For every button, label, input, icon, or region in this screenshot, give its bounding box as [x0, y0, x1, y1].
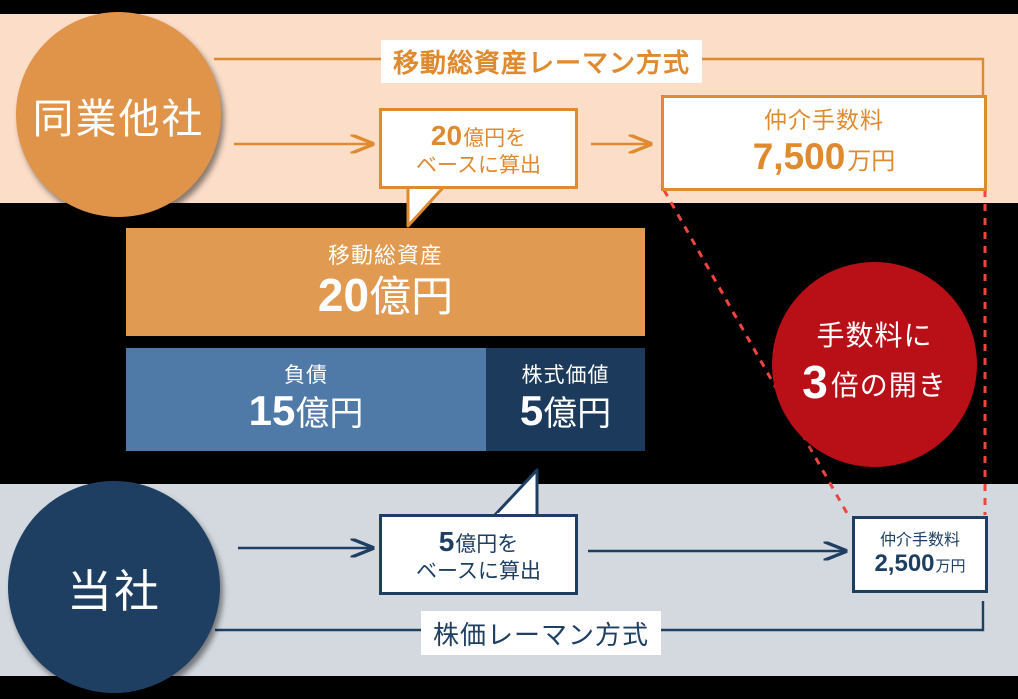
bar-total-assets-value: 20億円 — [318, 271, 453, 319]
bar-total-assets: 移動総資産 20億円 — [126, 228, 645, 336]
method-label-bottom: 株価レーマン方式 — [421, 611, 662, 655]
calc-bubble-our-company-number: 5 — [438, 525, 455, 557]
actor-circle-competitor: 同業他社 — [16, 12, 221, 217]
method-label-bottom-text: 株価レーマン方式 — [433, 619, 650, 650]
bar-debt: 負債 15億円 — [126, 348, 486, 451]
fee-box-our-company: 仲介手数料 2,500万円 — [852, 516, 988, 593]
calc-bubble-competitor-line2: ベースに算出 — [416, 153, 541, 177]
method-label-top: 移動総資産レーマン方式 — [381, 40, 703, 83]
actor-circle-our-company-label: 当社 — [66, 565, 161, 617]
bar-equity-label: 株式価値 — [521, 364, 610, 388]
fee-box-competitor-label: 仲介手数料 — [764, 107, 884, 133]
bar-debt-label: 負債 — [284, 364, 328, 388]
fee-box-our-company-number: 2,500 — [874, 550, 935, 578]
bar-debt-value: 15億円 — [249, 389, 364, 433]
bar-debt-unit: 億円 — [295, 395, 364, 434]
bar-debt-number: 15 — [248, 387, 296, 435]
actor-circle-competitor-label: 同業他社 — [32, 95, 205, 142]
fee-box-competitor-number: 7,500 — [752, 136, 846, 178]
highlight-circle-fee-gap: 手数料に 3倍の開き — [772, 262, 977, 467]
actor-circle-our-company: 当社 — [8, 481, 220, 693]
fee-box-competitor: 仲介手数料 7,500万円 — [661, 95, 987, 191]
bar-equity-number: 5 — [519, 387, 544, 435]
method-label-top-text: 移動総資産レーマン方式 — [393, 48, 691, 78]
calc-bubble-competitor-unit: 億円を — [463, 126, 527, 150]
calc-bubble-our-company-line1: 5億円を — [439, 524, 519, 559]
fee-box-competitor-unit: 万円 — [847, 148, 896, 176]
bar-equity: 株式価値 5億円 — [486, 348, 645, 451]
highlight-circle-line2-tail: 倍の開き — [830, 370, 947, 402]
bar-total-assets-unit: 億円 — [369, 273, 454, 321]
bar-equity-value: 5億円 — [520, 389, 611, 433]
calc-bubble-competitor-line1: 20億円を — [431, 118, 526, 153]
calc-bubble-our-company: 5億円を ベースに算出 — [379, 514, 578, 595]
calc-bubble-our-company-unit: 億円を — [455, 532, 519, 556]
highlight-circle-number: 3 — [802, 356, 829, 409]
bar-total-assets-label: 移動総資産 — [327, 243, 443, 269]
fee-box-our-company-unit: 万円 — [935, 558, 966, 576]
bar-total-assets-number: 20 — [317, 269, 370, 322]
fee-box-our-company-value: 2,500万円 — [874, 550, 966, 578]
bar-capital-structure: 負債 15億円 株式価値 5億円 — [126, 348, 645, 451]
bar-equity-unit: 億円 — [543, 395, 612, 434]
highlight-circle-line1: 手数料に — [816, 319, 933, 351]
calc-bubble-competitor: 20億円を ベースに算出 — [379, 108, 578, 189]
fee-box-our-company-label: 仲介手数料 — [879, 531, 960, 549]
calc-bubble-our-company-line2: ベースに算出 — [416, 559, 541, 583]
calc-bubble-competitor-number: 20 — [430, 119, 463, 151]
fee-box-competitor-value: 7,500万円 — [752, 136, 896, 178]
highlight-circle-line2: 3倍の開き — [802, 356, 947, 409]
